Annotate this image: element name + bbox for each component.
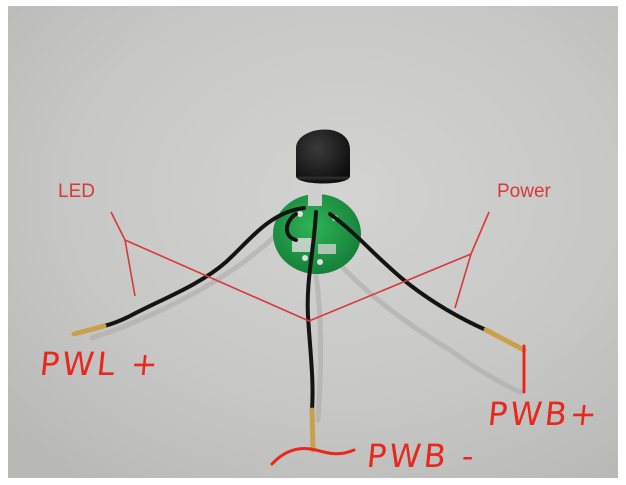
led-label: LED	[58, 181, 95, 202]
tip-pwb-plus	[483, 327, 527, 353]
solder-pad	[297, 211, 303, 217]
wire-pwb-minus	[305, 210, 318, 412]
wire-pwb-plus	[328, 212, 488, 332]
wire-loop	[285, 212, 298, 242]
pcb-component	[318, 244, 336, 254]
hand-marks	[270, 344, 526, 466]
tip-pwb-minus	[309, 407, 316, 453]
wire-tips	[71, 323, 527, 453]
pwb-minus-label: PWB -	[365, 437, 479, 475]
wire-shadows	[89, 215, 523, 423]
solder-pad	[302, 255, 308, 261]
sensor-cap	[296, 129, 350, 184]
power-label: Power	[497, 181, 551, 202]
wires	[102, 206, 488, 412]
tip-pwl-plus	[71, 323, 107, 337]
pcb-component	[292, 238, 314, 252]
pwb-plus-label: PWB+	[486, 395, 602, 433]
pwb-minus-dash	[270, 447, 356, 466]
annotation-lines	[110, 211, 490, 322]
solder-pad	[317, 259, 323, 265]
pwl-plus-label: PWL +	[38, 345, 163, 383]
wire-pwl-plus	[102, 206, 306, 328]
